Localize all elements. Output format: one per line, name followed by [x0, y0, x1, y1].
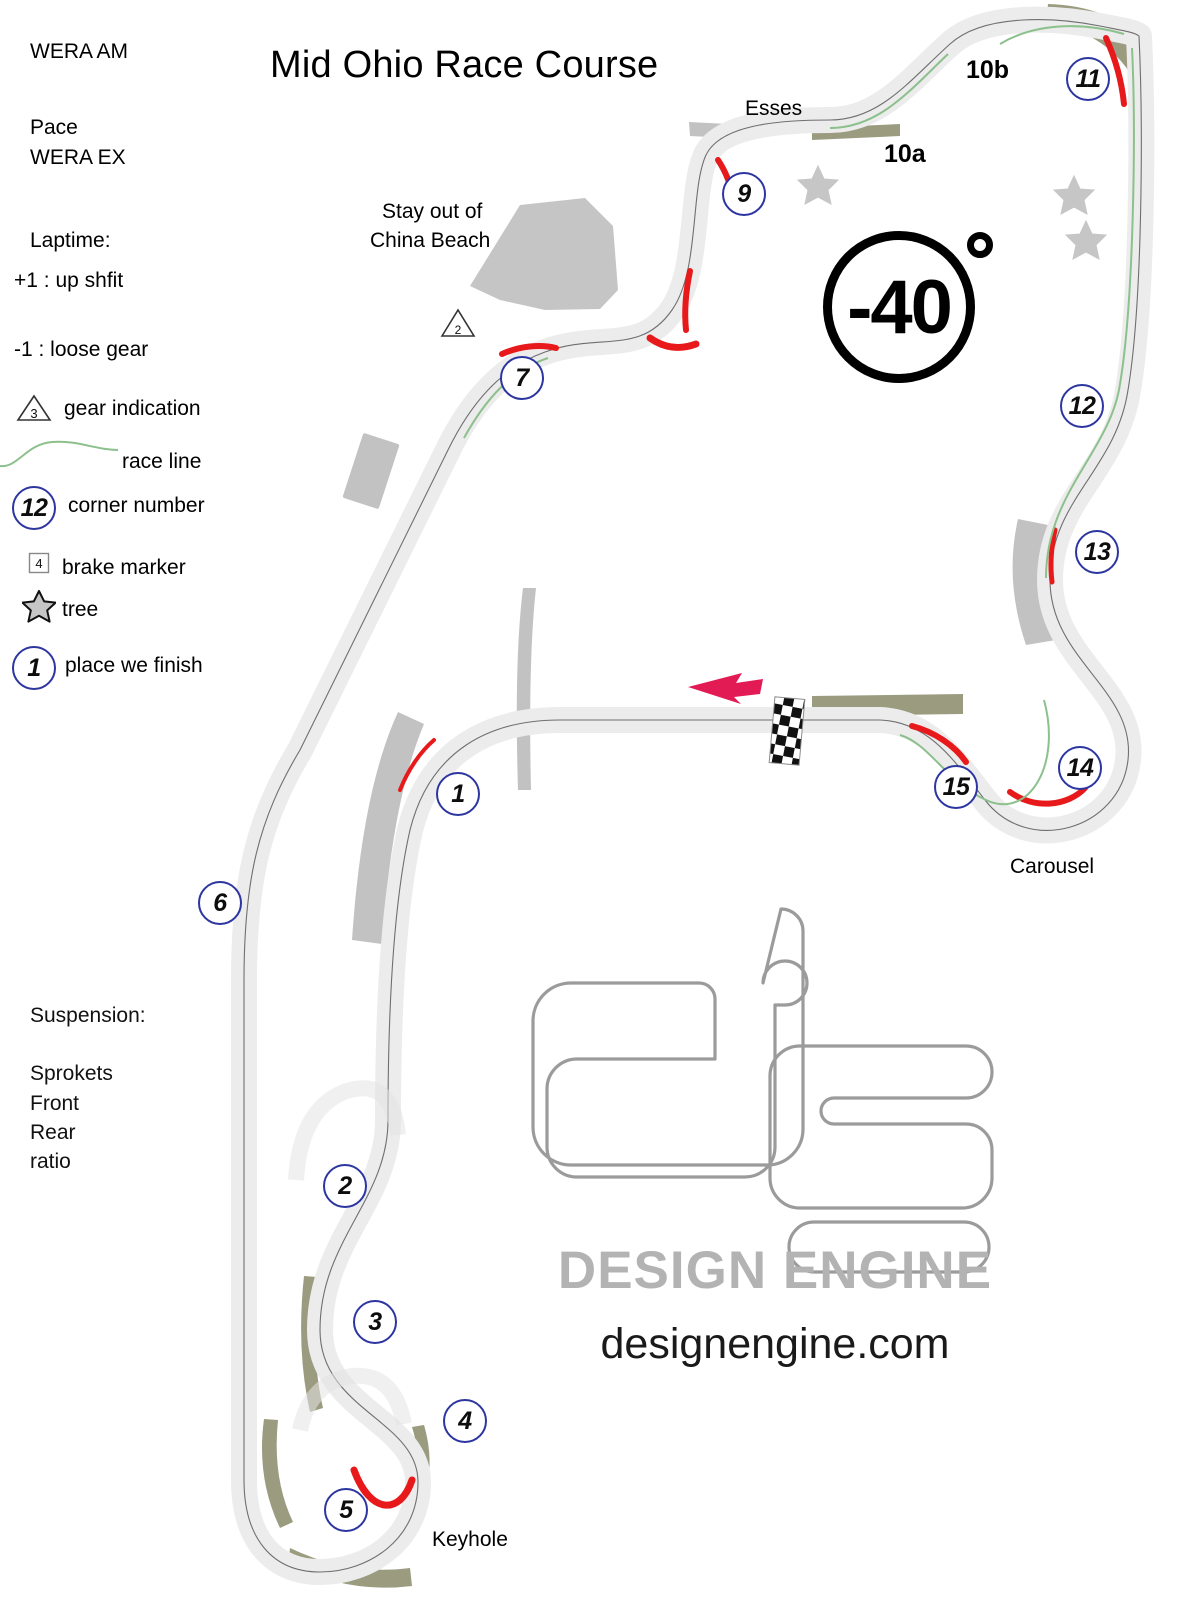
gear-triangle-icon: 3 [14, 392, 54, 429]
degree-circle-icon [967, 232, 993, 258]
checkered-flag-icon [768, 696, 806, 766]
corner-badge-6: 6 [198, 881, 242, 925]
suspension-title: Suspension: [30, 1004, 146, 1027]
corner-circle-icon: 12 [12, 486, 56, 530]
label-keyhole: Keyhole [432, 1528, 508, 1551]
temperature-value: -40 [847, 264, 953, 350]
inner-connector-roads [288, 1080, 412, 1432]
corner-badge-3: 3 [353, 1300, 397, 1344]
note-loose-gear: -1 : loose gear [14, 338, 149, 361]
brand-url: designengine.com [600, 1320, 950, 1368]
label-esses: Esses [745, 97, 803, 120]
track-surface [231, 6, 1155, 1585]
corner-badge-4: 4 [443, 1399, 487, 1443]
svg-text:3: 3 [30, 406, 37, 421]
corner-badge-13: 13 [1075, 530, 1119, 574]
runoff-areas [342, 122, 1056, 944]
legend-label-corner-number: corner number [68, 494, 205, 517]
race-line [463, 25, 1135, 806]
suspension-front: Front [30, 1092, 80, 1115]
corner-badge-2: 2 [323, 1164, 367, 1208]
brand-name: DESIGN ENGINE [557, 1241, 993, 1300]
legend-label-tree: tree [62, 598, 99, 621]
legend-label-gear-indication: gear indication [64, 397, 201, 420]
corner-badge-11: 11 [1066, 57, 1110, 101]
svg-text:2: 2 [455, 323, 462, 337]
corner-badge-14: 14 [1058, 746, 1102, 790]
direction-arrow-icon [688, 673, 763, 704]
corner-badge-7: 7 [500, 356, 544, 400]
note-laptime: Laptime: [30, 229, 111, 252]
note-pace: Pace [30, 116, 78, 139]
corner-badge-15: 15 [934, 765, 978, 809]
note-upshift: +1 : up shfit [14, 269, 124, 292]
page-title: Mid Ohio Race Course [270, 44, 659, 86]
temperature-badge: -40 [823, 231, 993, 383]
finish-place-circle-icon: 1 [12, 646, 56, 690]
kerbs [350, 35, 1127, 1509]
legend-label-race-line: race line [122, 450, 202, 473]
tree-icons [796, 164, 1108, 260]
gear-marker-map: 2 [440, 308, 476, 337]
design-engine-logo-icon [531, 907, 994, 1274]
corner-badge-1: 1 [436, 772, 480, 816]
label-corner-10a: 10a [884, 140, 926, 168]
legend-label-place-we-finish: place we finish [65, 654, 203, 677]
note-wera-am: WERA AM [30, 40, 129, 63]
note-wera-ex: WERA EX [30, 146, 126, 169]
temperature-badge-ring [823, 231, 975, 383]
legend-label-brake-marker: brake marker [62, 556, 186, 579]
label-corner-10b: 10b [966, 56, 1010, 84]
label-carousel: Carousel [1010, 855, 1095, 878]
suspension-sprokets: Sprokets [30, 1062, 113, 1085]
corner-badge-12: 12 [1060, 384, 1104, 428]
brake-square-icon: 4 [28, 552, 50, 579]
label-china-beach-line2: China Beach [370, 229, 491, 252]
star-tree-icon [21, 589, 57, 628]
suspension-ratio: ratio [30, 1150, 71, 1173]
suspension-rear: Rear [30, 1121, 76, 1144]
corner-badge-9: 9 [722, 172, 766, 216]
svg-text:4: 4 [35, 556, 42, 571]
race-line-icon [0, 434, 120, 479]
corner-badge-5: 5 [324, 1488, 368, 1532]
label-china-beach-line1: Stay out of [382, 200, 483, 223]
